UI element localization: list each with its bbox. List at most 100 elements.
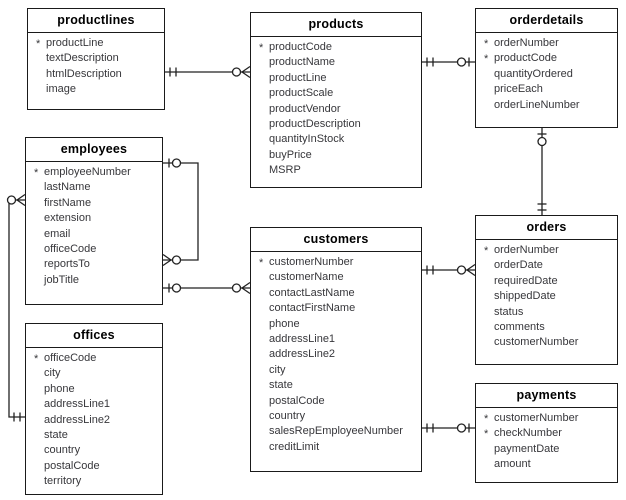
field-employees-extension: extension — [26, 211, 162, 226]
field-label: buyPrice — [269, 148, 312, 161]
field-label: productVendor — [269, 102, 341, 115]
relationship-orders-orderdetails — [537, 128, 547, 215]
field-customers-contactFirstName: contactFirstName — [251, 301, 421, 316]
field-label: htmlDescription — [46, 67, 122, 80]
table-title-payments: payments — [476, 384, 617, 408]
field-productlines-htmlDescription: htmlDescription — [28, 67, 164, 82]
field-employees-reportsTo: reportsTo — [26, 257, 162, 272]
field-customers-addressLine2: addressLine2 — [251, 347, 421, 362]
field-offices-addressLine1: addressLine1 — [26, 397, 162, 412]
field-offices-addressLine2: addressLine2 — [26, 413, 162, 428]
field-label: productLine — [269, 71, 327, 84]
field-employees-employeeNumber: *employeeNumber — [26, 165, 162, 180]
field-label: orderNumber — [494, 37, 559, 49]
field-productlines-textDescription: textDescription — [28, 51, 164, 66]
field-label: quantityInStock — [269, 133, 345, 146]
field-offices-city: city — [26, 366, 162, 381]
field-orderdetails-quantityOrdered: quantityOrdered — [476, 67, 617, 82]
primary-key-asterisk: * — [484, 38, 489, 50]
field-payments-checkNumber: *checkNumber — [476, 426, 617, 441]
table-customers[interactable]: customers * customerNumber customerName cont… — [250, 227, 422, 472]
field-label: productCode — [269, 41, 332, 53]
table-title-products: products — [251, 13, 421, 37]
field-label: productCode — [494, 52, 557, 65]
field-label: customerNumber — [494, 336, 579, 349]
field-employees-email: email — [26, 227, 162, 242]
field-label: productName — [269, 56, 336, 69]
field-orders-comments: comments — [476, 320, 617, 335]
field-customers-country: country — [251, 409, 421, 424]
field-payments-amount: amount — [476, 457, 617, 472]
field-label: customerNumber — [494, 412, 579, 424]
field-customers-creditLimit: creditLimit — [251, 440, 421, 455]
primary-key-asterisk: * — [484, 413, 489, 425]
field-products-buyPrice: buyPrice — [251, 148, 421, 163]
field-label: creditLimit — [269, 440, 320, 453]
field-label: extension — [44, 212, 92, 225]
relationship-offices-employees — [6, 193, 26, 422]
field-label: firstName — [44, 196, 92, 209]
field-label: quantityOrdered — [494, 67, 573, 80]
field-label: customerName — [269, 271, 344, 284]
relationship-products-orderdetails — [422, 57, 475, 67]
relationship-employees-reportsto — [162, 158, 199, 267]
field-payments-customerNumber: * customerNumber — [476, 411, 617, 426]
field-productlines-productLine: *productLine — [28, 36, 164, 51]
field-productlines-image: image — [28, 82, 164, 97]
field-label: contactFirstName — [269, 302, 356, 315]
field-employees-officeCode: officeCode — [26, 242, 162, 257]
field-label: requiredDate — [494, 274, 558, 287]
field-list-orderdetails: * orderNumber* productCode quantityOrdered p… — [476, 33, 617, 113]
field-label: productLine — [46, 37, 104, 49]
field-label: jobTitle — [44, 273, 80, 286]
table-title-customers: customers — [251, 228, 421, 252]
field-label: addressLine1 — [44, 398, 111, 411]
field-orders-customerNumber: customerNumber — [476, 335, 617, 350]
field-orderdetails-priceEach: priceEach — [476, 82, 617, 97]
field-orderdetails-orderNumber: * orderNumber — [476, 36, 617, 51]
field-label: paymentDate — [494, 442, 560, 455]
relationship-customers-payments — [422, 423, 475, 433]
field-label: addressLine1 — [269, 332, 336, 345]
field-orders-orderNumber: *orderNumber — [476, 243, 617, 258]
field-label: state — [269, 379, 293, 392]
field-label: addressLine2 — [269, 348, 336, 361]
field-label: MSRP — [269, 164, 301, 177]
field-employees-firstName: firstName — [26, 196, 162, 211]
field-customers-addressLine1: addressLine1 — [251, 332, 421, 347]
field-customers-salesRepEmployeeNumber: salesRepEmployeeNumber — [251, 424, 421, 439]
field-label: customerNumber — [269, 256, 354, 268]
field-customers-contactLastName: contactLastName — [251, 286, 421, 301]
field-label: shippedDate — [494, 290, 556, 303]
field-employees-jobTitle: jobTitle — [26, 273, 162, 288]
field-label: employeeNumber — [44, 166, 131, 178]
table-title-orderdetails: orderdetails — [476, 9, 617, 33]
table-title-offices: offices — [26, 324, 162, 348]
field-label: image — [46, 83, 76, 96]
field-customers-city: city — [251, 363, 421, 378]
field-products-quantityInStock: quantityInStock — [251, 132, 421, 147]
field-orders-shippedDate: shippedDate — [476, 289, 617, 304]
field-orders-status: status — [476, 305, 617, 320]
field-label: textDescription — [46, 52, 119, 65]
field-customers-state: state — [251, 378, 421, 393]
primary-key-asterisk: * — [259, 257, 264, 269]
field-label: priceEach — [494, 83, 543, 96]
primary-key-asterisk: * — [484, 245, 489, 257]
field-offices-country: country — [26, 443, 162, 458]
field-label: officeCode — [44, 242, 97, 255]
